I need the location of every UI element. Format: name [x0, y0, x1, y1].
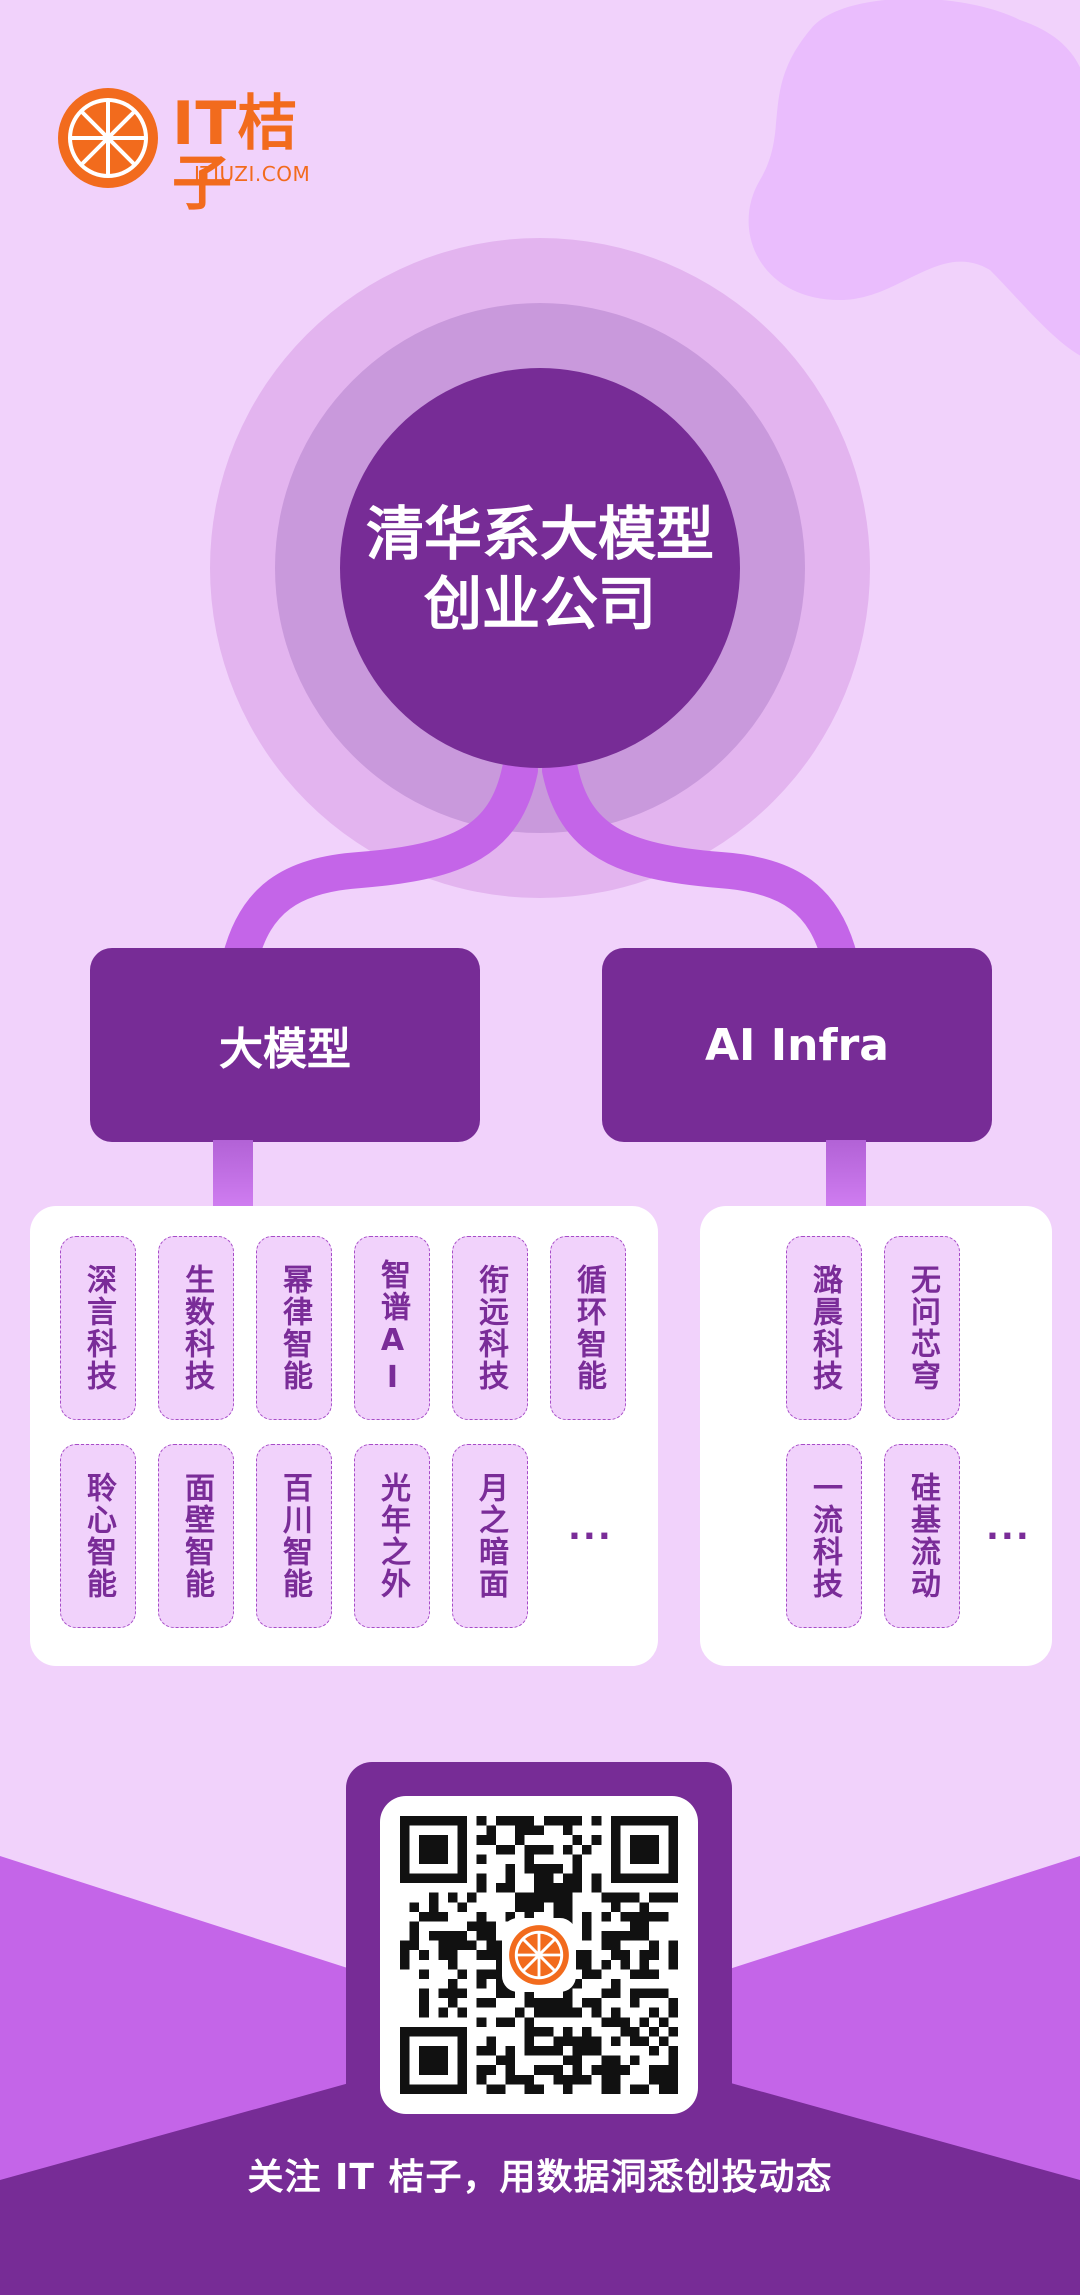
connector-right: [542, 752, 858, 978]
llm-companies-panel: 深言科技 生数科技 幂律智能 智谱AI 衔远科技 循环智能 聆心智能 面壁智能 …: [30, 1206, 658, 1666]
brand-logo: IT桔子 ITJUZI.COM: [56, 86, 356, 214]
company-tag: 深言科技: [60, 1236, 136, 1420]
orange-slice-icon: [509, 1925, 569, 1985]
center-circle: [340, 368, 740, 768]
company-tag: 无问芯穹: [884, 1236, 960, 1420]
company-tag: 月之暗面: [452, 1444, 528, 1628]
more-indicator: ...: [568, 1508, 613, 1548]
connector-stem-left: [213, 1140, 253, 1206]
company-tag: 光年之外: [354, 1444, 430, 1628]
company-tag: 面壁智能: [158, 1444, 234, 1628]
connector-stem-right: [826, 1140, 866, 1206]
company-tag: 一流科技: [786, 1444, 862, 1628]
more-indicator: ...: [986, 1508, 1031, 1548]
company-tag: 生数科技: [158, 1236, 234, 1420]
decor-blob: [748, 0, 1080, 356]
company-tag: 聆心智能: [60, 1444, 136, 1628]
company-tag: 智谱AI: [354, 1236, 430, 1420]
company-tag: 幂律智能: [256, 1236, 332, 1420]
connector-left: [222, 752, 538, 978]
company-tag: 循环智能: [550, 1236, 626, 1420]
company-tag: 潞晨科技: [786, 1236, 862, 1420]
company-tag: 硅基流动: [884, 1444, 960, 1628]
center-title-line1: 清华系大模型: [365, 500, 714, 569]
company-tag: 衔远科技: [452, 1236, 528, 1420]
center-title-line2: 创业公司: [423, 570, 656, 638]
bottom-band-dark: [0, 2030, 1080, 2295]
company-tag: 百川智能: [256, 1444, 332, 1628]
category-llm: 大模型: [90, 948, 480, 1142]
qr-center-logo: [502, 1918, 576, 1992]
qr-code-icon[interactable]: [400, 1816, 678, 2094]
qr-card[interactable]: [380, 1796, 698, 2114]
brand-name: IT桔子: [172, 89, 299, 219]
brand-domain: ITJUZI.COM: [194, 162, 311, 186]
footer-slogan: 关注 IT 桔子，用数据洞悉创投动态: [247, 2157, 833, 2198]
ai-infra-companies-panel: 潞晨科技 无问芯穹 一流科技 硅基流动 ...: [700, 1206, 1052, 1666]
center-title: 清华系大模型 创业公司: [340, 370, 740, 770]
orange-slice-icon: [58, 88, 158, 188]
category-ai-infra: AI Infra: [602, 948, 992, 1142]
